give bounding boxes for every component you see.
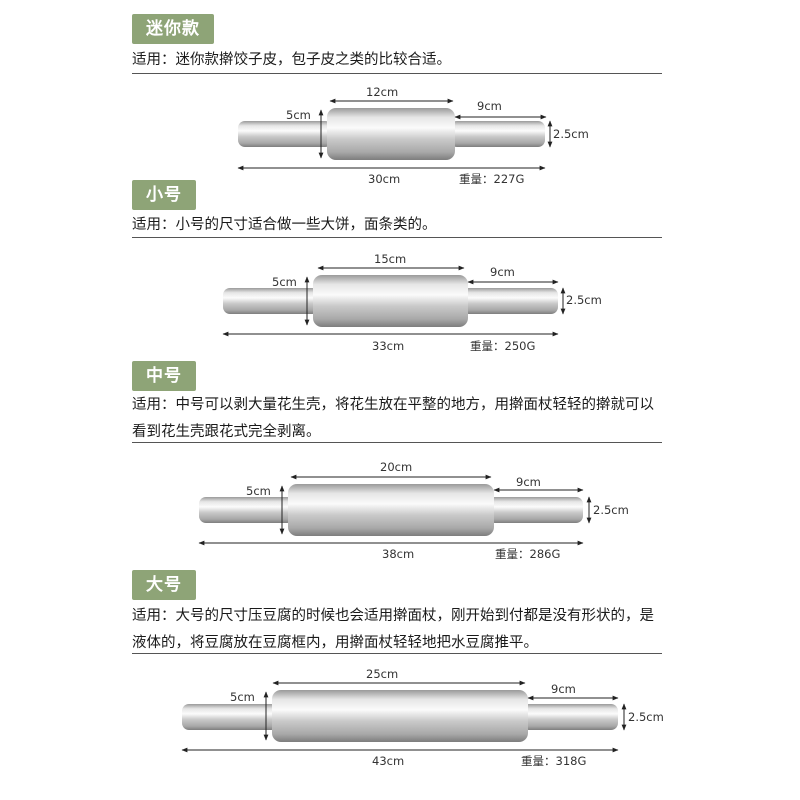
size-tag: 迷你款 <box>132 14 214 44</box>
total-length-label: 38cm <box>382 547 414 561</box>
rolling-pin-small: 15cm 9cm 5cm 2.5cm 33cm 重量：250G <box>222 252 602 353</box>
handle-length-label: 9cm <box>477 99 502 113</box>
small-diameter-label: 2.5cm <box>553 127 589 141</box>
size-tag: 中号 <box>132 361 196 391</box>
weight-label: 重量：286G <box>495 547 560 561</box>
roller-body <box>288 484 494 536</box>
roller-body <box>313 275 468 327</box>
weight-label: 重量：227G <box>459 172 524 186</box>
size-tag: 小号 <box>132 180 196 210</box>
left-handle <box>223 288 319 314</box>
rolling-pin-medium: 20cm 9cm 5cm 2.5cm 38cm 重量：286G <box>198 460 629 561</box>
small-diameter-label: 2.5cm <box>566 293 602 307</box>
large-diameter-label: 5cm <box>230 690 255 704</box>
weight-label: 重量：318G <box>521 754 586 768</box>
total-length-label: 43cm <box>372 754 404 768</box>
divider <box>132 73 662 74</box>
large-diameter-label: 5cm <box>272 275 297 289</box>
usage-description: 适用：小号的尺寸适合做一些大饼，面条类的。 <box>132 217 437 233</box>
small-diameter-label: 2.5cm <box>593 503 629 517</box>
right-handle <box>522 704 618 730</box>
right-handle <box>450 121 545 147</box>
middle-length-label: 15cm <box>374 252 406 266</box>
middle-length-label: 12cm <box>366 85 398 99</box>
handle-length-label: 9cm <box>551 682 576 696</box>
size-tag: 大号 <box>132 570 196 600</box>
handle-length-label: 9cm <box>490 265 515 279</box>
rolling-pin-mini: 12cm 9cm 5cm 2.5cm 30cm 重量：227G <box>237 85 589 186</box>
large-diameter-label: 5cm <box>286 108 311 122</box>
total-length-label: 30cm <box>368 172 400 186</box>
total-length-label: 33cm <box>372 339 404 353</box>
usage-description: 适用：大号的尺寸压豆腐的时候也会适用擀面杖，刚开始到付都是没有形状的，是液体的，… <box>132 608 654 651</box>
right-handle <box>462 288 558 314</box>
middle-length-label: 20cm <box>380 460 412 474</box>
roller-body <box>272 690 528 742</box>
rolling-pin-large: 25cm 9cm 5cm 2.5cm 43cm 重量：318G <box>181 667 664 768</box>
handle-length-label: 9cm <box>516 475 541 489</box>
divider <box>132 442 662 443</box>
usage-description: 适用：中号可以剥大量花生壳，将花生放在平整的地方，用擀面杖轻轻的擀就可以看到花生… <box>132 397 654 440</box>
left-handle <box>182 704 278 730</box>
divider <box>132 237 662 238</box>
roller-body <box>327 108 455 160</box>
middle-length-label: 25cm <box>366 667 398 681</box>
large-diameter-label: 5cm <box>246 484 271 498</box>
right-handle <box>488 497 583 523</box>
usage-description: 适用：迷你款擀饺子皮，包子皮之类的比较合适。 <box>132 52 451 68</box>
divider <box>132 653 662 654</box>
small-diameter-label: 2.5cm <box>628 710 664 724</box>
left-handle <box>238 121 332 147</box>
left-handle <box>199 497 294 523</box>
weight-label: 重量：250G <box>470 339 535 353</box>
